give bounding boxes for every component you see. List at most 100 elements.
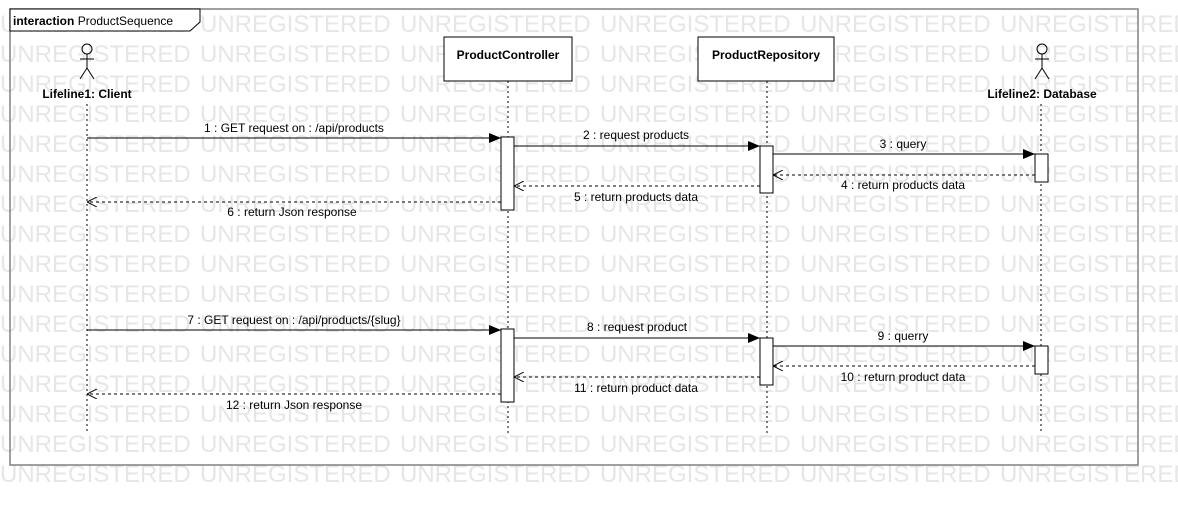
message-12-label: 12 : return Json response xyxy=(226,398,362,412)
watermark-text: UNREGISTERED xyxy=(0,41,191,68)
watermark-text: UNREGISTERED xyxy=(600,251,791,278)
lifeline-database-label: Lifeline2: Database xyxy=(987,87,1097,101)
watermark-text: UNREGISTERED xyxy=(0,341,191,368)
watermark-text: UNREGISTERED xyxy=(200,131,391,158)
watermark-text: UNREGISTERED xyxy=(400,341,591,368)
watermark-text: UNREGISTERED xyxy=(1000,311,1178,338)
watermark-layer: UNREGISTERED UNREGISTERED UNREGISTERED UNRE… xyxy=(0,11,1178,488)
watermark-text: UNREGISTERED xyxy=(200,311,391,338)
message-2-label: 2 : request products xyxy=(583,128,689,142)
message-7-label: 7 : GET request on : /api/products/{slug… xyxy=(187,313,400,327)
activation-bar-controller-2 xyxy=(500,328,515,403)
lifeline-client-label: Lifeline1: Client xyxy=(42,87,131,101)
watermark-text: UNREGISTERED xyxy=(600,221,791,248)
watermark-text: UNREGISTERED xyxy=(400,431,591,458)
watermark-text: UNREGISTERED xyxy=(800,101,991,128)
message-9-label: 9 : querry xyxy=(878,329,929,343)
watermark-text: UNREGISTERED xyxy=(0,311,191,338)
watermark-text: UNREGISTERED xyxy=(200,281,391,308)
watermark-text: UNREGISTERED xyxy=(0,221,191,248)
watermark-text: UNREGISTERED xyxy=(400,221,591,248)
watermark-text: UNREGISTERED xyxy=(1000,221,1178,248)
watermark-text: UNREGISTERED xyxy=(600,401,791,428)
watermark-text: UNREGISTERED xyxy=(200,101,391,128)
watermark-text: UNREGISTERED xyxy=(600,431,791,458)
watermark-text: UNREGISTERED xyxy=(400,11,591,38)
message-8-label: 8 : request product xyxy=(587,320,688,334)
watermark-text: UNREGISTERED xyxy=(200,251,391,278)
watermark-text: UNREGISTERED xyxy=(1000,401,1178,428)
watermark-text: UNREGISTERED xyxy=(400,131,591,158)
watermark-text: UNREGISTERED xyxy=(600,281,791,308)
watermark-text: UNREGISTERED xyxy=(800,371,991,398)
message-5-label: 5 : return products data xyxy=(574,190,698,204)
watermark-text: UNREGISTERED xyxy=(600,341,791,368)
activation-bar-controller-1 xyxy=(500,136,515,211)
watermark-text: UNREGISTERED xyxy=(400,251,591,278)
watermark-text: UNREGISTERED xyxy=(800,431,991,458)
watermark-text: UNREGISTERED xyxy=(800,251,991,278)
message-1-label: 1 : GET request on : /api/products xyxy=(204,121,384,135)
client-actor-icon[interactable] xyxy=(79,43,95,80)
message-11-label: 11 : return product data xyxy=(574,381,698,395)
watermark-text: UNREGISTERED xyxy=(400,311,591,338)
watermark-text: UNREGISTERED xyxy=(800,221,991,248)
watermark-text: UNREGISTERED xyxy=(600,11,791,38)
watermark-text: UNREGISTERED xyxy=(600,191,791,218)
watermark-text: UNREGISTERED xyxy=(600,101,791,128)
watermark-text: UNREGISTERED xyxy=(600,161,791,188)
watermark-text: UNREGISTERED xyxy=(1000,431,1178,458)
watermark-text: UNREGISTERED xyxy=(200,401,391,428)
watermark-text: UNREGISTERED xyxy=(200,431,391,458)
message-4-label: 4 : return products data xyxy=(841,178,965,192)
message-6-label: 6 : return Json response xyxy=(227,205,357,219)
watermark-text: UNREGISTERED xyxy=(800,401,991,428)
watermark-text: UNREGISTERED xyxy=(200,161,391,188)
watermark-text: UNREGISTERED xyxy=(1000,281,1178,308)
watermark-text: UNREGISTERED xyxy=(0,251,191,278)
lifeline-repository-head[interactable]: ProductRepository xyxy=(697,36,835,82)
watermark-text: UNREGISTERED xyxy=(1000,11,1178,38)
activation-bar-database-1 xyxy=(1034,153,1049,183)
watermark-text: UNREGISTERED xyxy=(400,161,591,188)
watermark-text: UNREGISTERED xyxy=(1000,161,1178,188)
watermark-text: UNREGISTERED xyxy=(0,71,191,98)
frame-title: interaction ProductSequence xyxy=(13,14,173,28)
watermark-text: UNREGISTERED xyxy=(0,431,191,458)
watermark-text: UNREGISTERED xyxy=(200,41,391,68)
watermark-text: UNREGISTERED xyxy=(1000,251,1178,278)
watermark-text: UNREGISTERED xyxy=(200,341,391,368)
activation-bar-database-2 xyxy=(1034,345,1049,375)
watermark-text: UNREGISTERED xyxy=(1000,41,1178,68)
watermark-text: UNREGISTERED xyxy=(200,221,391,248)
watermark-text: UNREGISTERED xyxy=(400,371,591,398)
watermark-text: UNREGISTERED xyxy=(200,71,391,98)
watermark-text: UNREGISTERED xyxy=(800,311,991,338)
activation-bar-repository-1 xyxy=(759,145,774,194)
watermark-text: UNREGISTERED xyxy=(1000,371,1178,398)
message-3-label: 3 : query xyxy=(880,137,927,151)
watermark-text: UNREGISTERED xyxy=(1000,191,1178,218)
watermark-text: UNREGISTERED xyxy=(800,341,991,368)
lifeline-controller-label: ProductController xyxy=(457,48,560,62)
lifeline-controller-head[interactable]: ProductController xyxy=(443,36,573,82)
frame-tab xyxy=(9,8,201,32)
watermark-text: UNREGISTERED xyxy=(0,401,191,428)
watermark-text: UNREGISTERED xyxy=(0,191,191,218)
watermark-text: UNREGISTERED xyxy=(600,371,791,398)
watermark-text: UNREGISTERED xyxy=(400,281,591,308)
watermark-text: UNREGISTERED xyxy=(0,281,191,308)
message-10-label: 10 : return product data xyxy=(841,370,966,384)
watermark-text: UNREGISTERED xyxy=(800,191,991,218)
watermark-text: UNREGISTERED xyxy=(0,131,191,158)
activation-bar-repository-2 xyxy=(759,337,774,386)
watermark-text: UNREGISTERED xyxy=(800,11,991,38)
watermark-text: UNREGISTERED xyxy=(800,281,991,308)
watermark-text: UNREGISTERED xyxy=(400,101,591,128)
database-actor-icon[interactable] xyxy=(1034,43,1050,80)
watermark-text: UNREGISTERED xyxy=(400,401,591,428)
watermark-text: UNREGISTERED xyxy=(1000,101,1178,128)
watermark-text: UNREGISTERED xyxy=(0,101,191,128)
watermark-text: UNREGISTERED xyxy=(200,11,391,38)
